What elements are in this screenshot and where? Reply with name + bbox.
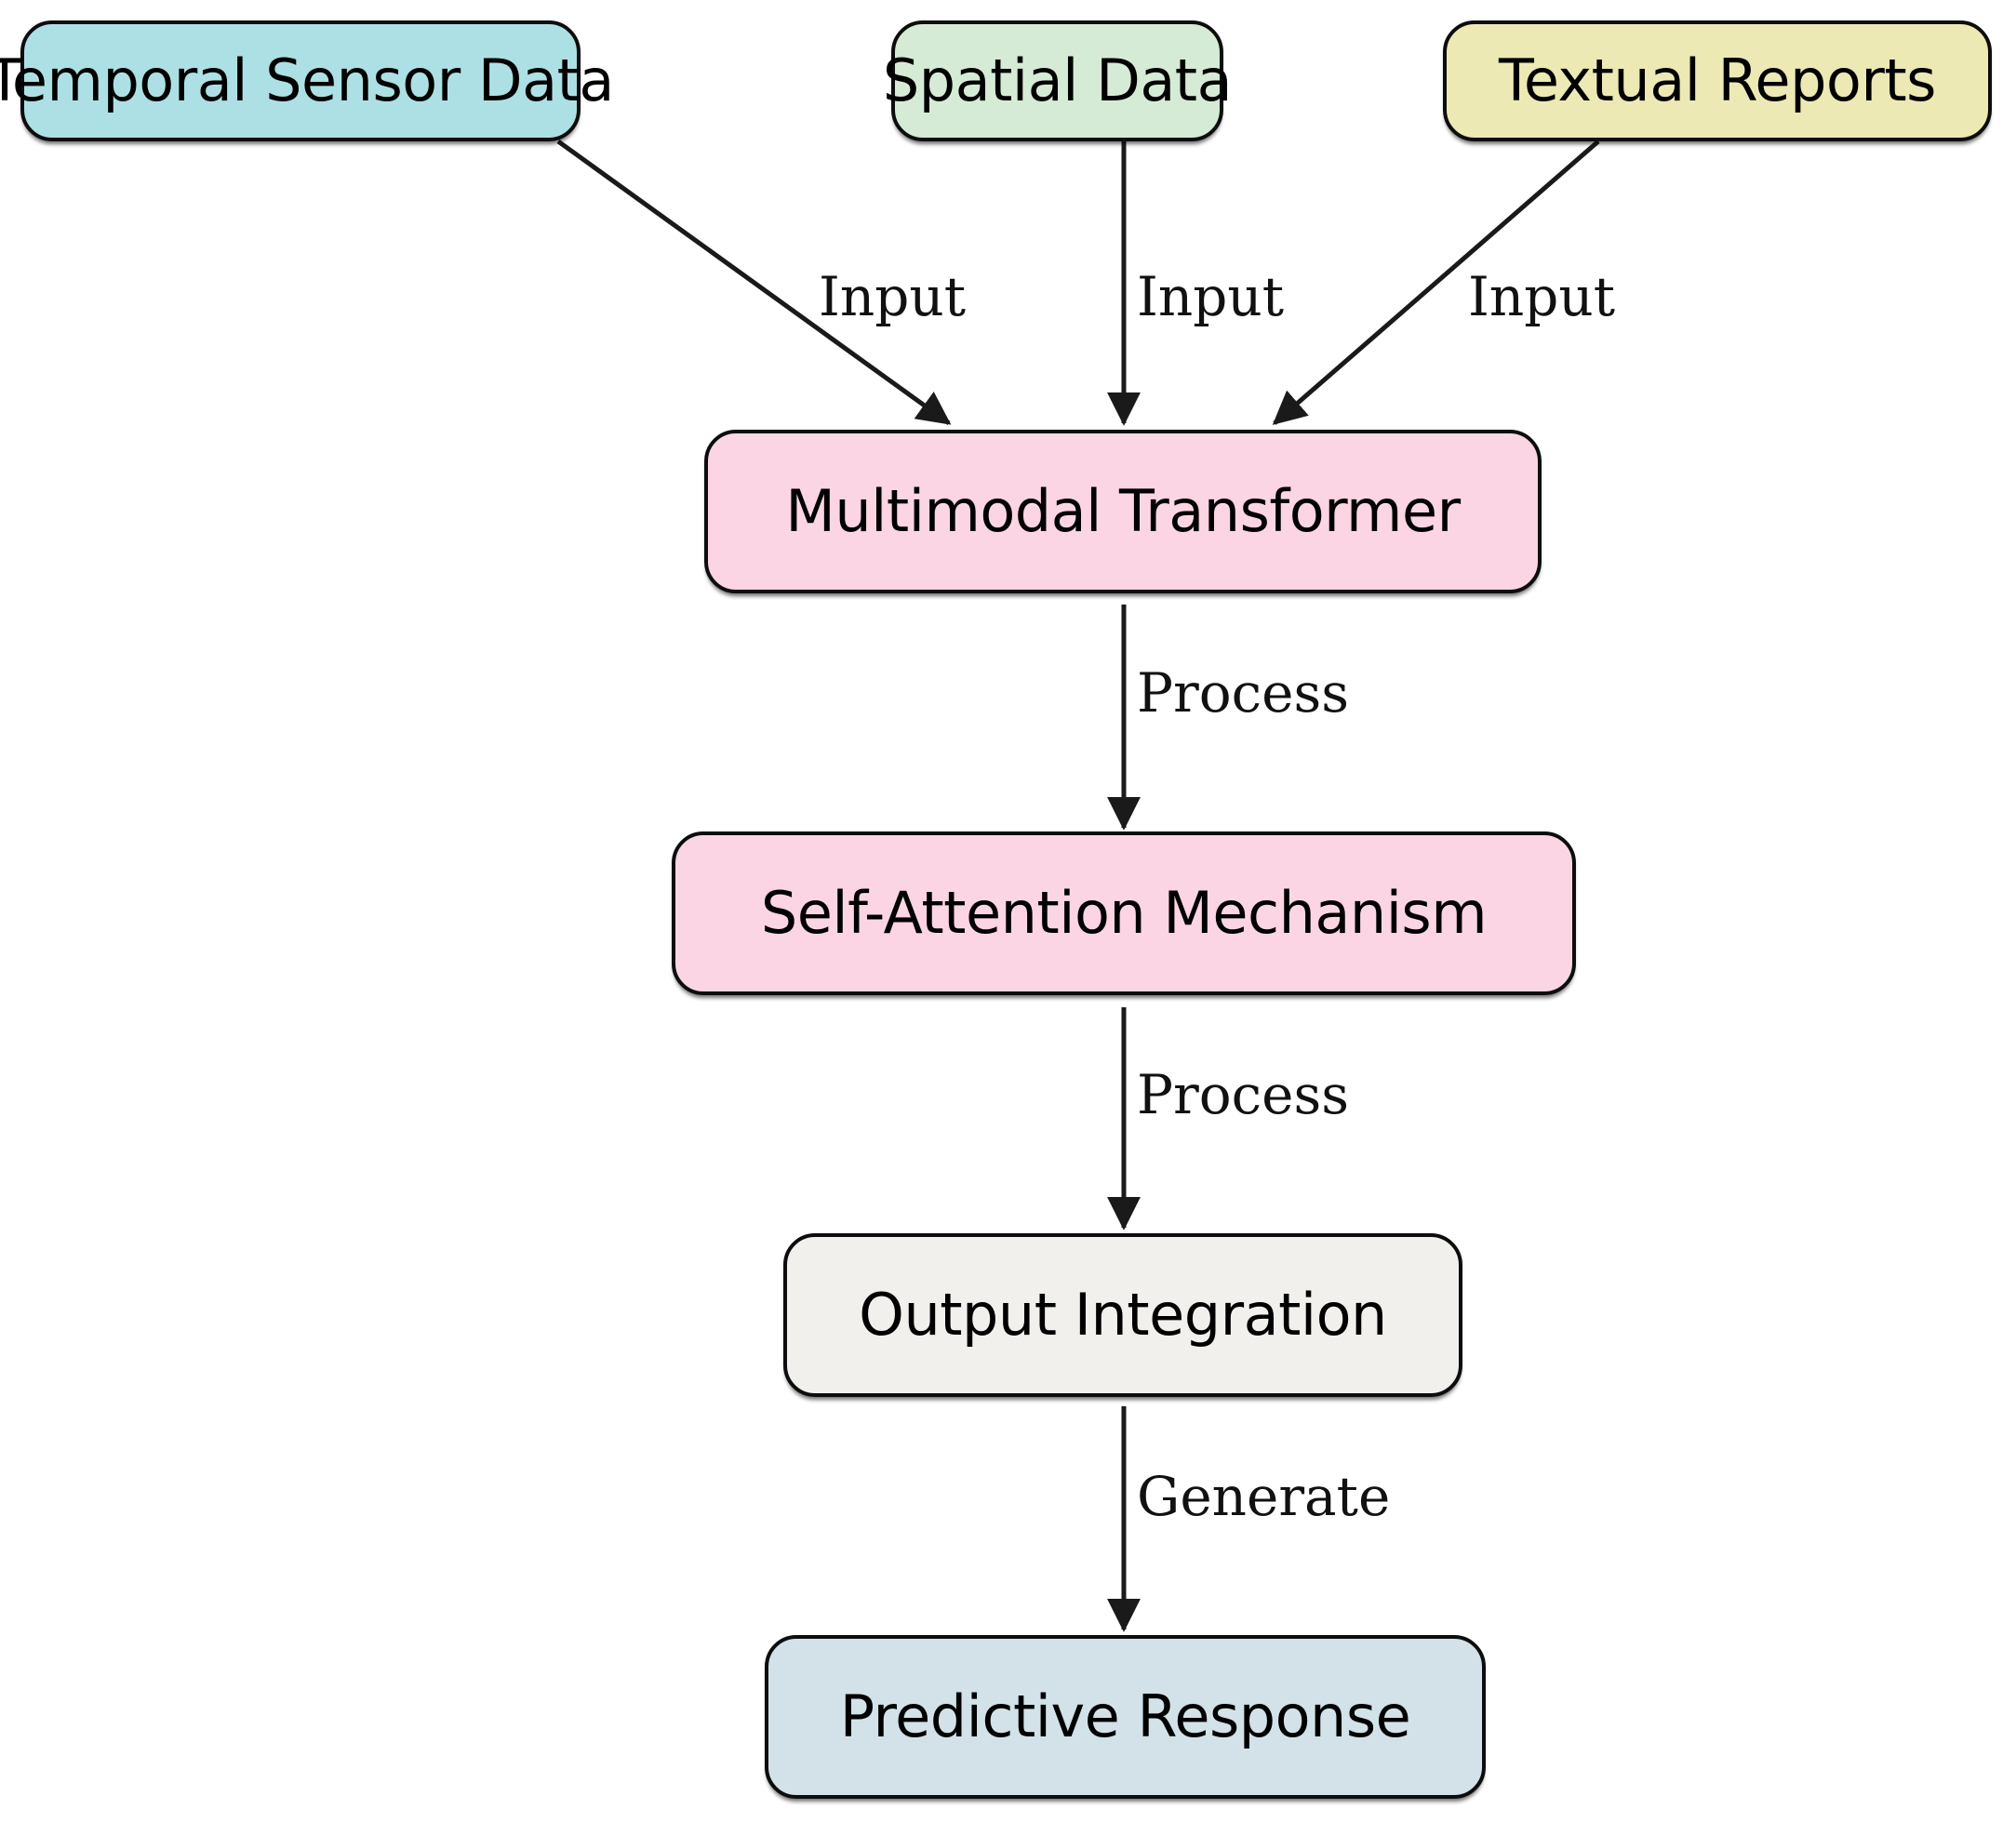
node-label: Self-Attention Mechanism bbox=[760, 879, 1488, 948]
edge-label-input-textual: Input bbox=[1468, 265, 1616, 328]
edge-label-input-spatial: Input bbox=[1137, 265, 1285, 328]
node-label: Textual Reports bbox=[1499, 47, 1936, 115]
edge-label-generate-output: Generate bbox=[1137, 1465, 1391, 1528]
edge-label-input-temporal: Input bbox=[819, 265, 967, 328]
node-label: Multimodal Transformer bbox=[785, 477, 1461, 546]
node-multimodal-transformer[interactable]: Multimodal Transformer bbox=[704, 430, 1542, 593]
node-textual-reports[interactable]: Textual Reports bbox=[1443, 20, 1992, 141]
node-label: Predictive Response bbox=[839, 1682, 1411, 1751]
edge-label-process-transformer: Process bbox=[1137, 661, 1350, 725]
node-predictive-response[interactable]: Predictive Response bbox=[765, 1635, 1486, 1799]
node-label: Output Integration bbox=[859, 1281, 1387, 1350]
node-temporal-sensor-data[interactable]: Temporal Sensor Data bbox=[0, 20, 614, 141]
node-output-integration[interactable]: Output Integration bbox=[783, 1233, 1462, 1397]
node-self-attention-mechanism[interactable]: Self-Attention Mechanism bbox=[672, 831, 1576, 995]
node-label: Spatial Data bbox=[882, 47, 1233, 115]
node-spatial-data[interactable]: Spatial Data bbox=[883, 20, 1233, 141]
edge-label-process-attention: Process bbox=[1137, 1063, 1350, 1126]
node-label: Temporal Sensor Data bbox=[0, 47, 614, 115]
